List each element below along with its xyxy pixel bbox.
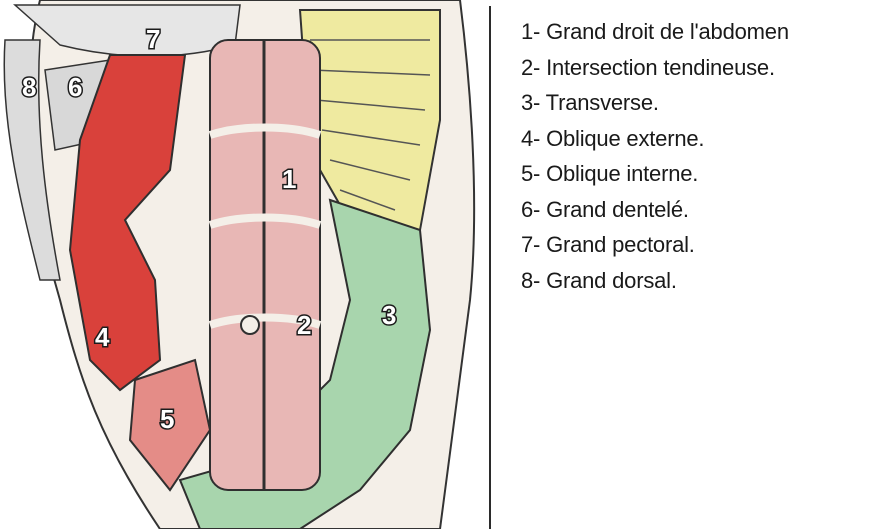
- legend-item: 6- Grand dentelé.: [521, 192, 789, 228]
- figure-label-7: 7: [146, 24, 160, 54]
- figure-label-1: 1: [282, 164, 296, 194]
- legend-item: 5- Oblique interne.: [521, 156, 789, 192]
- figure-label-3: 3: [382, 300, 396, 330]
- abdominal-muscles-illustration: 1 2 3 4 5 6 7 8: [0, 0, 488, 529]
- legend-item: 1- Grand droit de l'abdomen: [521, 14, 789, 50]
- legend-item: 3- Transverse.: [521, 85, 789, 121]
- rectus-abdominis: [210, 40, 320, 490]
- figure-label-6: 6: [68, 72, 82, 102]
- legend-item: 8- Grand dorsal.: [521, 263, 789, 299]
- figure-label-8: 8: [22, 72, 36, 102]
- figure-label-4: 4: [95, 322, 110, 352]
- legend-item: 7- Grand pectoral.: [521, 227, 789, 263]
- figure-label-5: 5: [160, 404, 174, 434]
- legend-item: 4- Oblique externe.: [521, 121, 789, 157]
- figure-label-2: 2: [297, 310, 311, 340]
- legend-list: 1- Grand droit de l'abdomen 2- Intersect…: [521, 14, 789, 298]
- divider: [489, 6, 491, 529]
- legend-item: 2- Intersection tendineuse.: [521, 50, 789, 86]
